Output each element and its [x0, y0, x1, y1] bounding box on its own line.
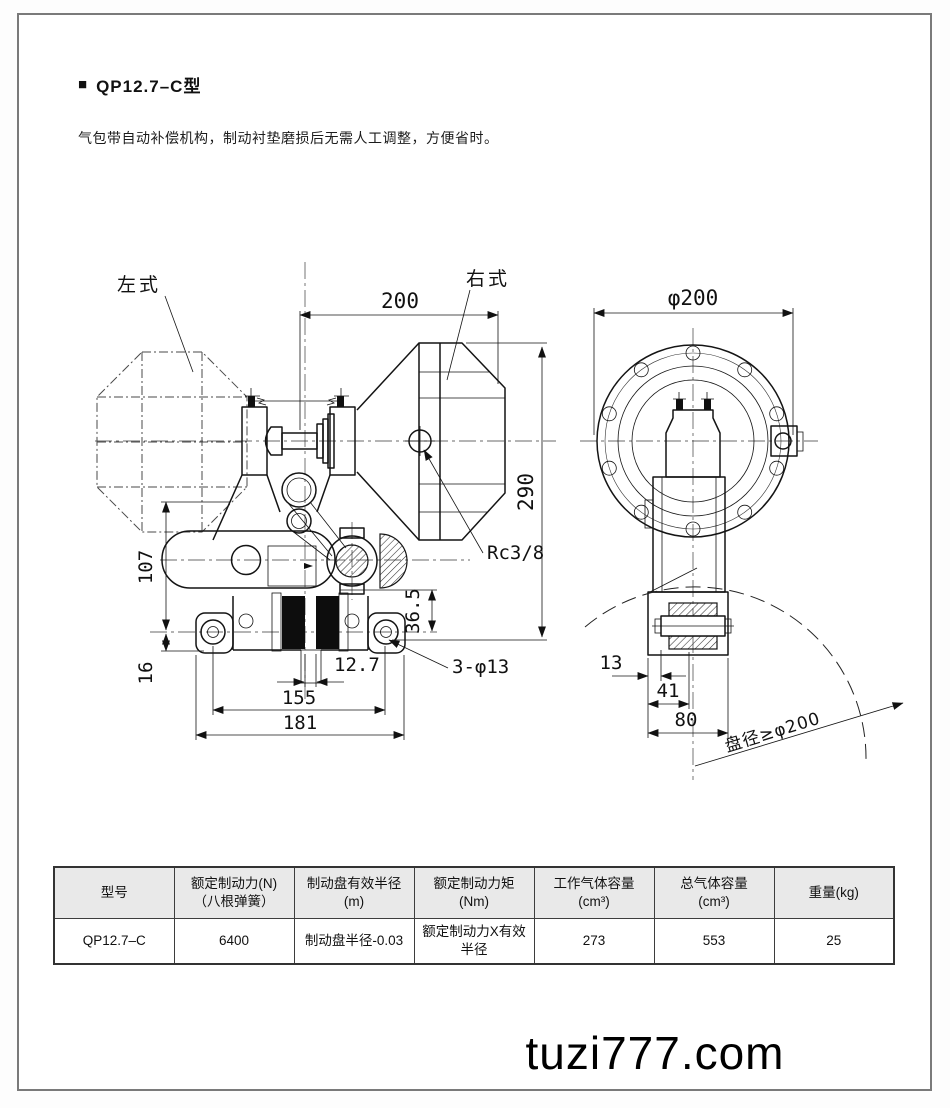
cell-rated-torque: 额定制动力X有效半径: [413, 918, 535, 965]
adjuster-cross: [326, 535, 378, 587]
watermark: tuzi777.com: [525, 1027, 785, 1079]
cell-working-gas-volume: 273: [533, 918, 655, 965]
header-effective-radius: 制动盘有效半径(m): [293, 866, 415, 919]
disc-slot-tongue: [300, 649, 322, 684]
product-model-title: QP12.7–C型: [96, 77, 202, 96]
dim-107: 107: [135, 550, 157, 584]
spec-table-data-row: QP12.7–C 6400 制动盘半径-0.03 额定制动力X有效半径 273 …: [53, 918, 895, 965]
dim-200: 200: [381, 289, 419, 313]
header-model: 型号: [53, 866, 175, 919]
cell-total-gas-volume: 553: [653, 918, 775, 965]
disc-diameter-note: 盘径≥φ200: [723, 709, 823, 757]
dim-41: 41: [657, 680, 680, 702]
side-dimensions: [593, 308, 904, 767]
hatched-end-cap: [379, 533, 408, 589]
brake-disc-arc: [584, 586, 867, 760]
mount-hole-right: [373, 619, 399, 645]
pad-carrier: [195, 592, 406, 684]
dim-phi200: φ200: [668, 286, 719, 310]
dim-12-7: 12.7: [334, 654, 380, 676]
header-rated-force: 额定制动力(N)（八根弹簧）: [173, 866, 295, 919]
front-view: 左式 右式 200 290 107 16 36.5 12.7 155 181 R…: [95, 262, 556, 740]
bolt-left: [248, 396, 255, 407]
cell-weight: 25: [773, 918, 895, 965]
product-description: 气包带自动补偿机构，制动衬垫磨损后无需人工调整，方便省时。: [78, 130, 499, 146]
mount-holes-label: 3-φ13: [452, 656, 509, 678]
header-weight: 重量(kg): [773, 866, 895, 919]
brake-pad-left: [282, 596, 305, 649]
header-rated-torque: 额定制动力矩(Nm): [413, 866, 535, 919]
port-thread-label: Rc3/8: [487, 542, 544, 564]
cell-rated-force: 6400: [173, 918, 295, 965]
front-dimensions: [161, 289, 547, 740]
caliper-body: [161, 388, 408, 595]
title-square-marker: ■: [78, 76, 89, 93]
adjuster-pulley-small: [286, 508, 312, 534]
dim-16: 16: [135, 662, 157, 685]
side-view: φ200 13 41 80 盘径≥φ200: [580, 286, 904, 780]
adjuster-pulley-large: [281, 472, 317, 508]
mount-hole-left: [200, 619, 226, 645]
right-type-air-chamber: [356, 342, 506, 541]
housing-hole: [230, 544, 262, 576]
technical-drawing: 左式 右式 200 290 107 16 36.5 12.7 155 181 R…: [95, 262, 904, 780]
brake-pad-right: [316, 596, 339, 649]
left-type-phantom-chamber: [96, 295, 248, 533]
dim-290: 290: [514, 473, 538, 511]
lower-housing: [161, 530, 336, 589]
side-centerlines: [580, 328, 818, 780]
side-body: [644, 392, 734, 656]
cell-effective-radius: 制动盘半径-0.03: [293, 918, 415, 965]
dim-80: 80: [675, 709, 698, 731]
dim-181: 181: [283, 712, 317, 734]
piston-cap: [264, 426, 283, 456]
header-total-gas-volume: 总气体容量(cm³): [653, 866, 775, 919]
bottom-bracket: [647, 591, 729, 656]
header-working-gas-volume: 工作气体容量(cm³): [533, 866, 655, 919]
right-type-label: 右式: [466, 268, 510, 290]
cell-model: QP12.7–C: [53, 918, 175, 965]
flange-bolt-holes: [601, 345, 785, 537]
spec-table: 型号 额定制动力(N)（八根弹簧） 制动盘有效半径(m) 额定制动力矩(Nm) …: [53, 866, 895, 965]
dim-13: 13: [600, 652, 623, 674]
spec-table-header-row: 型号 额定制动力(N)（八根弹簧） 制动盘有效半径(m) 额定制动力矩(Nm) …: [53, 866, 895, 919]
bolt-right: [337, 396, 344, 407]
page-title: ■ QP12.7–C型: [78, 72, 201, 97]
left-type-label: 左式: [117, 274, 161, 296]
dim-155: 155: [282, 687, 316, 709]
air-chamber-flange: [596, 344, 804, 538]
dim-36-5: 36.5: [402, 588, 424, 634]
